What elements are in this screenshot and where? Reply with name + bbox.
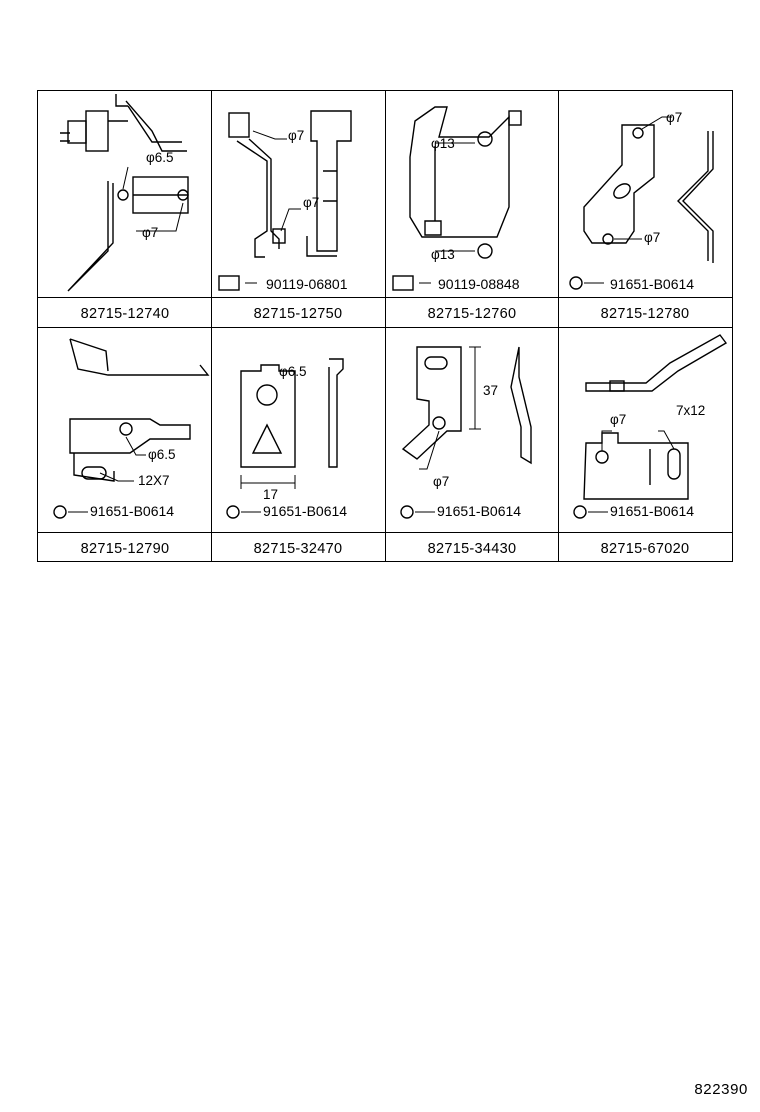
fastener-part-number: 91651-B0614	[610, 276, 695, 292]
part-number: 82715-32470	[253, 541, 343, 557]
part-number: 82715-12740	[80, 306, 170, 322]
bracket-drawing-32470	[226, 358, 344, 519]
annotation-hole: φ7	[666, 110, 683, 125]
part-number: 82715-12790	[80, 541, 170, 557]
part-number: 82715-12760	[427, 306, 517, 322]
part-cell-82715-12790: φ6.5 12X7 91651-B0614	[38, 327, 211, 532]
part-number: 82715-34430	[427, 541, 517, 557]
fastener-part-number: 90119-06801	[266, 276, 348, 292]
row-divider	[38, 532, 732, 533]
fastener-part-number: 91651-B0614	[263, 503, 348, 519]
bracket-drawing-12780	[569, 116, 714, 290]
annotation-slot: 7x12	[676, 403, 706, 418]
column-divider	[385, 91, 386, 561]
row-divider	[38, 297, 732, 298]
bracket-drawing-34430	[400, 346, 532, 519]
part-number: 82715-12780	[600, 306, 690, 322]
annotation-hole: φ7	[288, 128, 305, 143]
part-number: 82715-67020	[600, 541, 690, 557]
annotation-hole: φ13	[431, 247, 455, 262]
fastener-part-number: 91651-B0614	[437, 503, 522, 519]
annotation-hole: φ13	[431, 136, 455, 151]
part-cell-82715-12760: φ13 φ13 90119-08848	[385, 91, 558, 297]
annotation-hole: φ6.5	[279, 364, 307, 379]
part-cell-82715-67020: φ7 7x12 91651-B0614	[558, 327, 731, 532]
parts-table: φ6.5 φ7 82715-12740 φ7 φ7 90119-06801 82…	[37, 90, 733, 562]
annotation-dimension: 37	[483, 383, 499, 398]
annotation-hole: φ7	[303, 195, 320, 210]
part-cell-82715-12780: φ7 φ7 91651-B0614	[558, 91, 731, 297]
column-divider	[558, 91, 559, 561]
annotation-hole: φ7	[644, 230, 661, 245]
column-divider	[211, 91, 212, 561]
part-cell-82715-32470: φ6.5 17 91651-B0614	[211, 327, 385, 532]
part-cell-82715-12740: φ6.5 φ7	[38, 91, 211, 297]
bracket-drawing-12790	[53, 338, 210, 519]
bracket-drawing-67020	[573, 334, 728, 519]
row-divider	[38, 327, 732, 328]
annotation-slot: 12X7	[138, 473, 170, 488]
annotation-dimension: 17	[263, 487, 279, 502]
part-cell-82715-12750: φ7 φ7 90119-06801	[211, 91, 385, 297]
annotation-hole: φ7	[433, 474, 450, 489]
annotation-hole: φ7	[142, 225, 159, 240]
part-cell-82715-34430: 37 φ7 91651-B0614	[385, 327, 558, 532]
annotation-hole: φ6.5	[146, 150, 174, 165]
fastener-part-number: 91651-B0614	[610, 503, 695, 519]
fastener-part-number: 91651-B0614	[90, 503, 175, 519]
bracket-drawing-12760	[392, 106, 522, 291]
page-reference-number: 822390	[694, 1081, 748, 1098]
annotation-hole: φ6.5	[148, 447, 176, 462]
bracket-drawing-12740	[60, 94, 189, 292]
bracket-drawing-12750	[218, 110, 352, 291]
fastener-part-number: 90119-08848	[438, 276, 520, 292]
annotation-hole: φ7	[610, 412, 627, 427]
part-number: 82715-12750	[253, 306, 343, 322]
